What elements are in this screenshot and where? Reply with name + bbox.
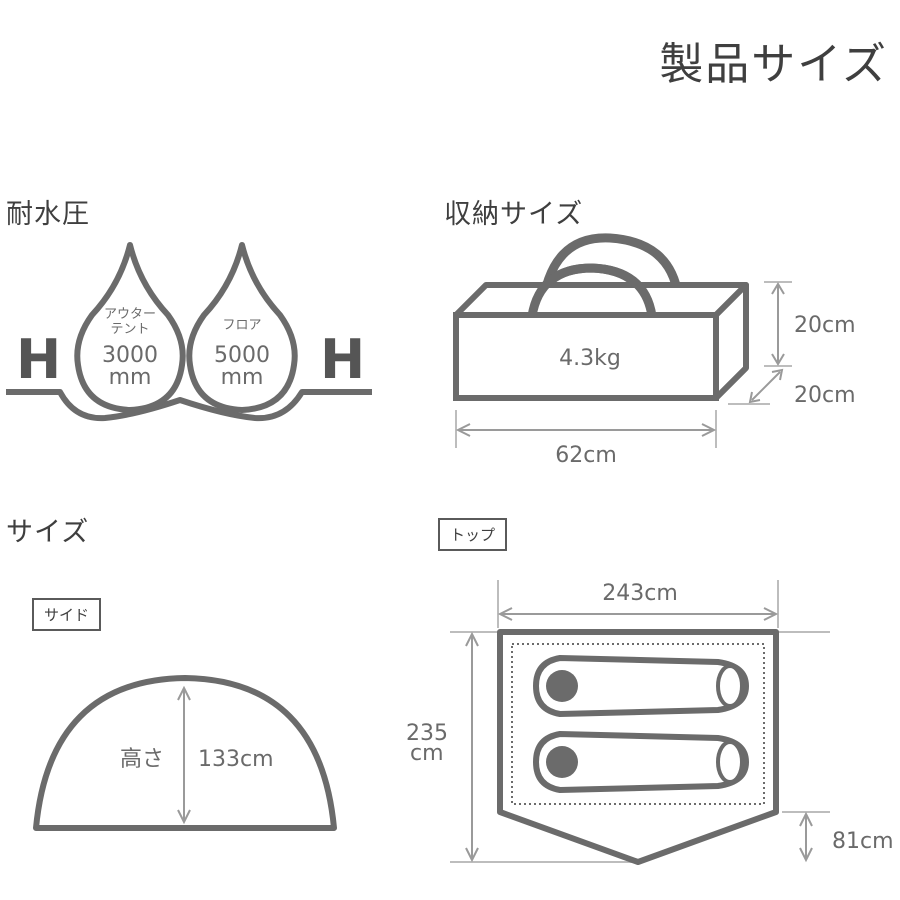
bag-depth-value: 20cm <box>794 383 856 408</box>
outer-tent-drop-icon <box>74 242 186 413</box>
side-view-diagram: 高さ 133cm <box>33 675 337 831</box>
bag-height-value: 20cm <box>794 313 856 338</box>
outer-tent-unit: mm <box>109 365 152 390</box>
size-heading: サイズ <box>6 517 90 548</box>
sleeping-bag-1 <box>532 654 750 718</box>
outer-tent-label-1: アウター <box>104 307 156 322</box>
top-length-value: 235 <box>406 721 448 746</box>
h-symbol-right: H <box>320 328 365 391</box>
sleeping-bag-2 <box>532 730 750 794</box>
page-title: 製品サイズ <box>659 39 888 90</box>
top-view-diagram: 243cm 235 cm 81cm <box>406 580 894 865</box>
ground-line <box>6 389 372 422</box>
water-pressure-heading: 耐水圧 <box>6 199 90 230</box>
storage-size-heading: 収納サイズ <box>444 199 584 230</box>
bag-weight: 4.3kg <box>559 346 621 371</box>
outer-tent-label-2: テント <box>110 322 149 337</box>
h-symbol-left: H <box>16 328 61 391</box>
top-length-unit: cm <box>410 741 444 766</box>
side-view-tag: サイド <box>32 598 102 631</box>
outer-tent-value: 3000 <box>102 343 158 368</box>
vestibule-value: 81cm <box>832 829 894 854</box>
floor-drop-icon <box>186 242 298 413</box>
inner-tent-dotted <box>511 643 765 805</box>
head-icon-2 <box>546 746 578 778</box>
depth-dimension-arrow <box>751 371 781 401</box>
water-pressure-diagram: H H アウター テント 3000 mm フロア 5000 mm <box>6 242 372 422</box>
bag-front-face <box>453 312 719 401</box>
head-icon-1 <box>546 670 578 702</box>
floor-unit: mm <box>221 365 264 390</box>
bag-handle-back <box>537 233 683 311</box>
side-height-label: 高さ <box>120 747 164 772</box>
bag-top-face <box>453 282 749 318</box>
floor-label: フロア <box>222 318 261 333</box>
bag-width-value: 62cm <box>555 443 617 468</box>
top-view-tag: トップ <box>438 518 508 551</box>
side-height-value: 133cm <box>198 747 274 772</box>
floor-value: 5000 <box>214 343 270 368</box>
storage-bag-diagram: 4.3kg 20cm 20cm 62cm <box>453 233 856 468</box>
top-width-value: 243cm <box>602 581 678 606</box>
